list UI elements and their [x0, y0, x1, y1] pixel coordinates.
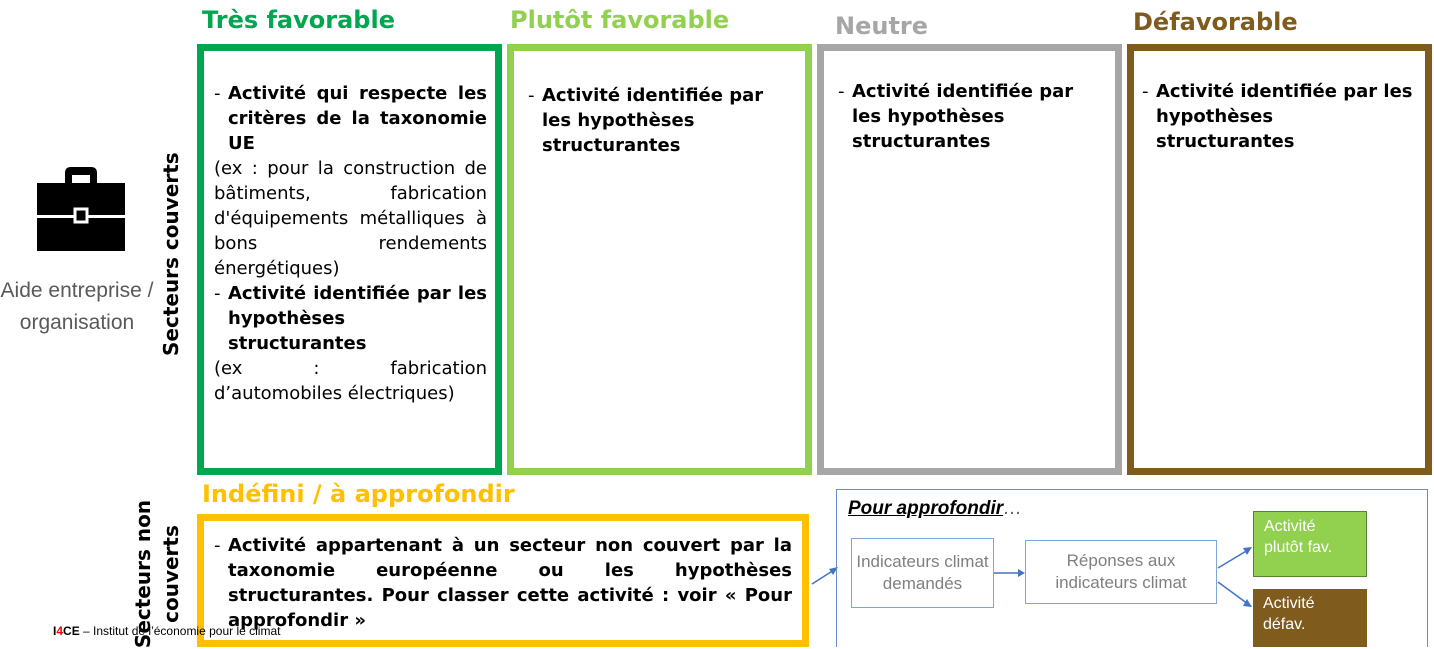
title-neutre: Neutre [835, 12, 929, 40]
title-indefini: Indéfini / à approfondir [202, 480, 515, 508]
flow-arrows [994, 547, 1252, 607]
title-tres-favorable: Très favorable [202, 6, 395, 34]
box-indefini: -Activité appartenant à un secteur non c… [197, 514, 809, 647]
approfondir-title: Pour approfondir… [848, 498, 1023, 519]
result-defavorable: Activité défav. [1253, 589, 1367, 647]
approfondir-panel [836, 489, 1428, 647]
arrow-to-approfondir [811, 567, 838, 585]
title-defavorable: Défavorable [1133, 8, 1298, 36]
box-neutre: -Activité identifiée par les hypothèses … [817, 44, 1122, 475]
box-plutot-favorable: -Activité identifiée par les hypothèses … [507, 44, 812, 475]
secteurs-couverts-label: Secteurs couverts [159, 152, 183, 356]
step-indicateurs-climat: Indicateurs climat demandés [851, 538, 994, 608]
briefcase-icon [35, 165, 127, 253]
title-plutot-favorable: Plutôt favorable [510, 6, 730, 34]
box-tres-favorable: -Activité qui respecte les critères de l… [197, 44, 502, 475]
footer-brand: I4CE – Institut de l’économie pour le cl… [53, 624, 281, 638]
step-reponses-indicateurs: Réponses aux indicateurs climat [1025, 540, 1217, 604]
aide-entreprise-label: Aide entreprise / organisation [0, 279, 154, 334]
box-defavorable: -Activité identifiée par les hypothèses … [1127, 44, 1432, 475]
result-plutot-favorable: Activité plutôt fav. [1253, 511, 1367, 577]
